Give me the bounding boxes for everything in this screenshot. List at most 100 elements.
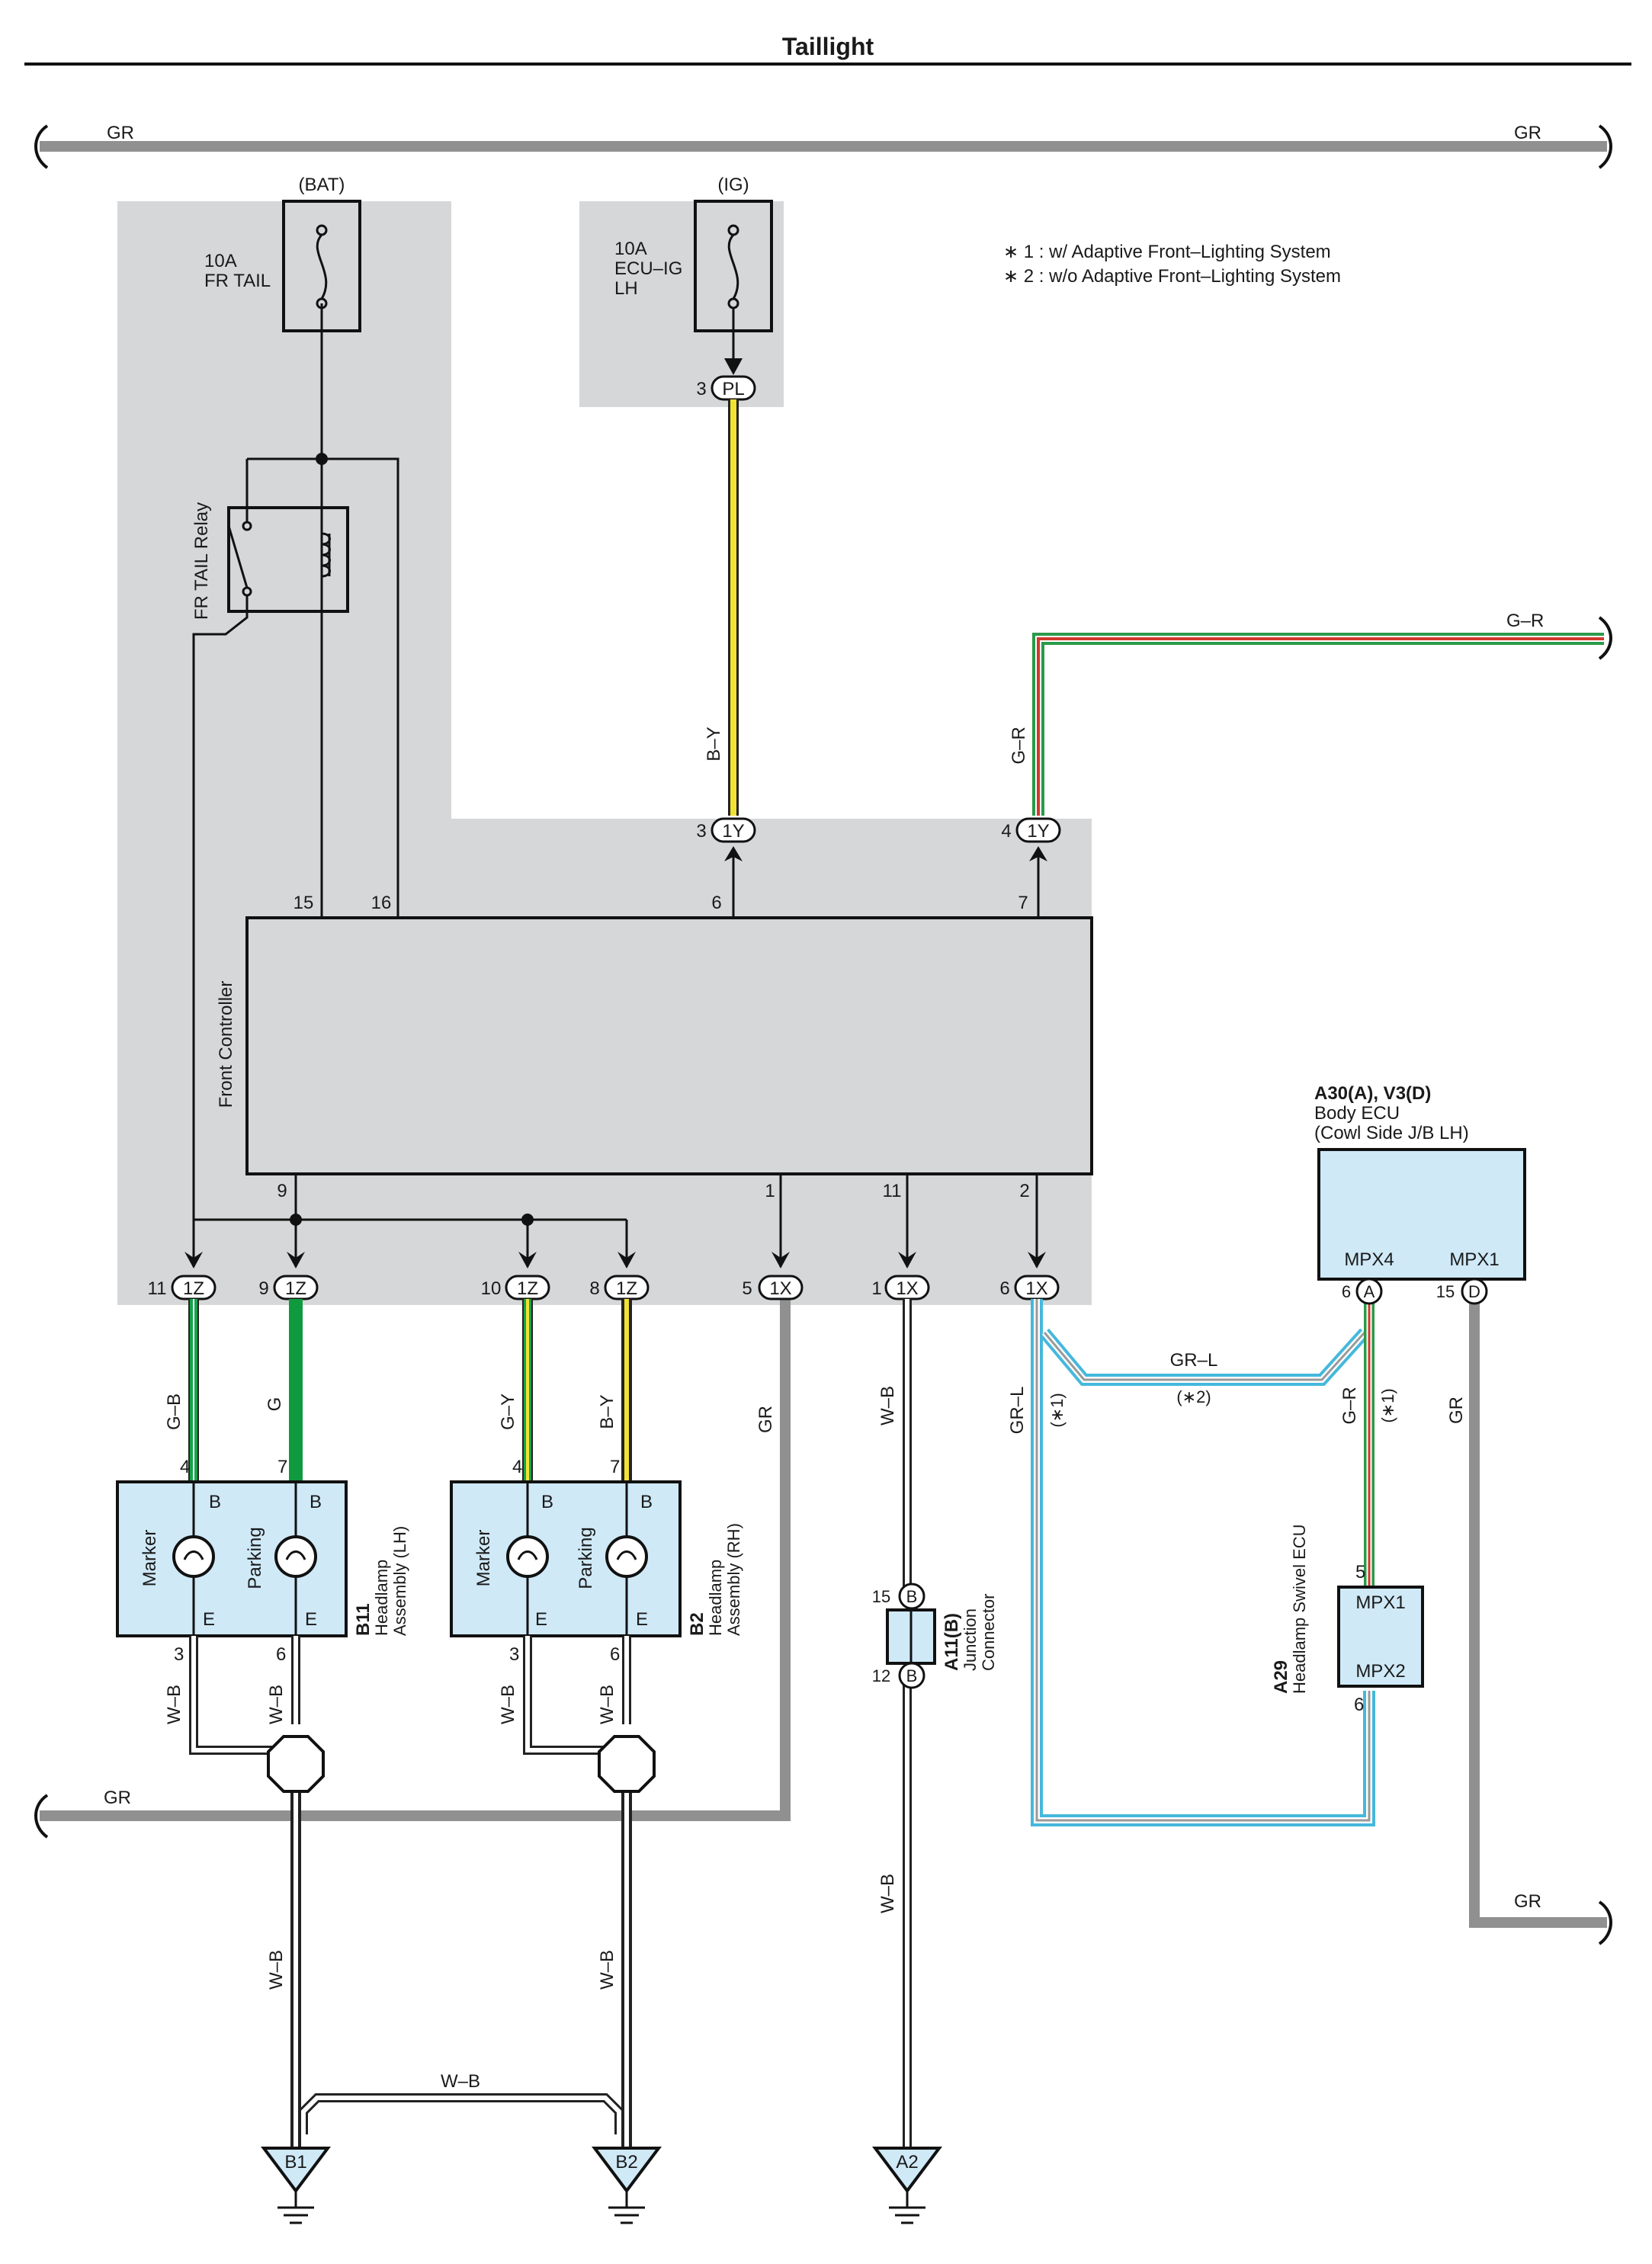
headlamp-rh: Marker Parking B B E E 4 7 3 6 B2 Headla… (450, 1457, 743, 1665)
fuse1-amp: 10A (204, 251, 237, 271)
lh-name2: Assembly (LH) (390, 1526, 409, 1636)
wire-label-gr-top-left: GR (107, 123, 134, 143)
svg-text:E: E (535, 1609, 547, 1630)
connector-1z-11: 1Z 11 (148, 1275, 217, 1300)
connector-arrows (184, 1252, 1046, 1268)
wire-label-gr-d: GR (1446, 1397, 1467, 1424)
gr-bus-top: GR GR (34, 123, 1612, 169)
junction-dot-9 (290, 1214, 302, 1226)
diagram-title: Taillight (782, 33, 874, 60)
wire-label-gr-lower-left: GR (104, 1788, 131, 1808)
rh-name1: Headlamp (706, 1560, 725, 1636)
ctrl-pin-2: 2 (1019, 1181, 1029, 1201)
svg-text:3: 3 (509, 1644, 519, 1665)
svg-text:D: D (1468, 1282, 1480, 1301)
lamp-ground-wires (189, 1636, 632, 2148)
ctrl-pin-16: 16 (371, 893, 392, 913)
rh-code: B2 (687, 1612, 707, 1636)
connector-1z-8: 1Z 8 (589, 1275, 650, 1300)
svg-text:MPX1: MPX1 (1355, 1592, 1405, 1613)
wire-label-g-r-vert: G–R (1009, 726, 1029, 764)
wire-b-y-pl: B–Y (704, 399, 739, 816)
fuse1-name: FR TAIL (204, 271, 271, 291)
connector-1x-5: 1X 5 (742, 1275, 804, 1300)
lh-joint-octagon (267, 1735, 325, 1793)
svg-text:6: 6 (276, 1644, 286, 1665)
fr-tail-relay: FR TAIL Relay (191, 457, 399, 1220)
bat-label: (BAT) (299, 175, 345, 195)
svg-text:8: 8 (589, 1278, 599, 1299)
wire-label-gr-l-horiz: GR–L (1170, 1350, 1218, 1371)
lh-marker-label: Marker (140, 1530, 160, 1587)
ground-a2: A2 (872, 2147, 942, 2224)
ctrl-pin-7: 7 (1018, 893, 1028, 913)
svg-text:1X: 1X (896, 1278, 918, 1299)
connector-1z-10: 1Z 10 (481, 1275, 550, 1300)
swivel-name: Headlamp Swivel ECU (1290, 1524, 1309, 1694)
connector-1x-6: 1X 6 (999, 1275, 1060, 1300)
front-controller-label: Front Controller (216, 981, 236, 1108)
connector-1y-a: 1Y 3 (696, 817, 756, 843)
wire-label-b-y: B–Y (704, 726, 724, 761)
wire-label-gr-l-vert: GR–L (1007, 1387, 1028, 1435)
rh-name2: Assembly (RH) (724, 1523, 743, 1636)
front-controller-box (245, 916, 1093, 1175)
relay-label: FR TAIL Relay (191, 502, 212, 620)
svg-text:PL: PL (722, 379, 744, 399)
svg-text:1Z: 1Z (183, 1278, 204, 1299)
junction-name1: Junction (961, 1608, 980, 1671)
pl-arrow (724, 358, 743, 375)
svg-text:9: 9 (258, 1278, 268, 1299)
svg-text:4: 4 (180, 1457, 190, 1477)
svg-text:6: 6 (1354, 1695, 1364, 1715)
wire-g-r: G–R G–R (1009, 611, 1612, 816)
svg-text:B: B (310, 1492, 322, 1512)
note1-label-gr-l: (∗1) (1047, 1393, 1067, 1427)
rh-parking-label: Parking (576, 1527, 596, 1589)
wire-label-gr-bottom-right: GR (1514, 1891, 1541, 1912)
svg-text:E: E (203, 1609, 215, 1630)
body-ecu-name2: (Cowl Side J/B LH) (1314, 1123, 1469, 1143)
wb-label-rh-down: W–B (597, 1950, 617, 1990)
svg-text:1X: 1X (769, 1278, 791, 1299)
rh-marker-label: Marker (473, 1530, 494, 1587)
arrow-1y-a (724, 846, 743, 861)
ig-label: (IG) (717, 175, 749, 195)
svg-text:3: 3 (696, 821, 706, 842)
fuse2-name2: LH (614, 278, 638, 299)
connector-pl: PL 3 (696, 375, 756, 401)
wb-label-junction-top: W–B (877, 1386, 898, 1425)
wire-label-gr-top-right: GR (1514, 123, 1541, 143)
svg-text:12: 12 (872, 1666, 890, 1685)
wire-label-g: G (265, 1397, 285, 1412)
ctrl-pin-15: 15 (294, 893, 314, 913)
fuse-fr-tail: 10A FR TAIL (204, 200, 361, 332)
wb-label-lh-down: W–B (266, 1950, 287, 1990)
connector-1x-1: 1X 1 (871, 1275, 930, 1300)
ctrl-pin-11: 11 (883, 1181, 902, 1201)
svg-text:5: 5 (742, 1278, 752, 1299)
wire-g-b: G–B (164, 1299, 199, 1482)
note-1: ∗ 1 : w/ Adaptive Front–Lighting System (1003, 242, 1331, 262)
note2-label: (∗2) (1176, 1387, 1211, 1406)
rh-joint-octagon (598, 1735, 656, 1793)
junction-connector: B 15 B 12 A11(B) Junction Connector (872, 1583, 998, 1689)
svg-text:4: 4 (512, 1457, 522, 1477)
lh-code: B11 (353, 1603, 374, 1636)
fuse2-amp: 10A (614, 239, 647, 259)
wire-g-y: G–Y (498, 1299, 533, 1482)
wire-label-g-r-top: G–R (1506, 611, 1544, 631)
svg-text:11: 11 (148, 1278, 167, 1299)
svg-text:15: 15 (1436, 1282, 1455, 1301)
note1-label-g-r: (∗1) (1378, 1388, 1397, 1422)
wb-label-rh-6: W–B (597, 1685, 617, 1724)
svg-text:6: 6 (1342, 1282, 1351, 1301)
connector-1y-b: 1Y 4 (1001, 817, 1061, 843)
wb-label-junction-bottom: W–B (877, 1874, 898, 1913)
svg-text:MPX1: MPX1 (1449, 1249, 1499, 1270)
svg-text:15: 15 (872, 1587, 890, 1606)
svg-text:B1: B1 (284, 2152, 306, 2173)
wb-label-cross: W–B (441, 2071, 480, 2092)
svg-text:B: B (209, 1492, 221, 1512)
